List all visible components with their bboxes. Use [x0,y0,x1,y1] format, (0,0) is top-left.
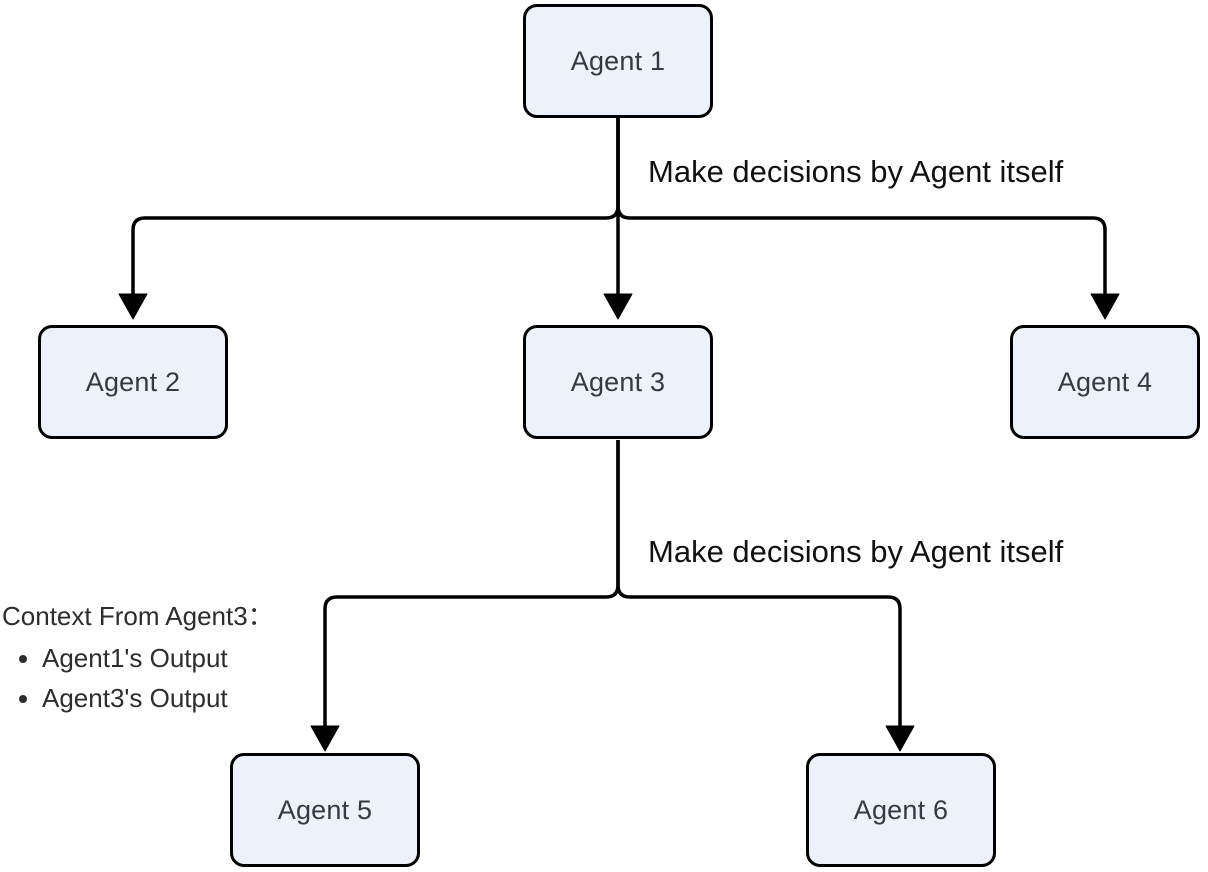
node-agent-2-label: Agent 2 [85,366,181,397]
node-agent-3-label: Agent 3 [570,366,666,397]
node-agent-1: Agent 1 [523,4,713,118]
context-note-item: Agent1's Output [42,638,274,678]
context-note: Context From Agent3： Agent1's Output Age… [2,600,274,718]
arrowhead-icon [118,293,148,320]
edge-label-agent3-branch: Make decisions by Agent itself [648,534,1064,569]
edge-agent3-agent6 [616,440,902,728]
context-note-item: Agent3's Output [42,678,274,718]
node-agent-6: Agent 6 [806,753,996,867]
context-note-list: Agent1's Output Agent3's Output [2,638,274,718]
edge-label-agent1-branch: Make decisions by Agent itself [648,154,1064,189]
arrowhead-icon [1090,293,1120,320]
edge-agent1-agent2 [131,117,620,296]
node-agent-1-label: Agent 1 [570,45,666,76]
context-note-title: Context From Agent3： [2,601,274,631]
arrowhead-icon [885,725,915,752]
node-agent-2: Agent 2 [38,325,228,439]
node-agent-4: Agent 4 [1010,325,1200,439]
node-agent-3: Agent 3 [523,325,713,439]
node-agent-5-label: Agent 5 [277,794,373,825]
node-agent-4-label: Agent 4 [1057,366,1153,397]
arrowhead-icon [603,293,633,320]
edge-agent1-agent4 [616,117,1107,296]
arrowhead-icon [310,725,340,752]
node-agent-6-label: Agent 6 [853,794,949,825]
edge-agent3-agent5 [323,440,620,728]
node-agent-5: Agent 5 [230,753,420,867]
